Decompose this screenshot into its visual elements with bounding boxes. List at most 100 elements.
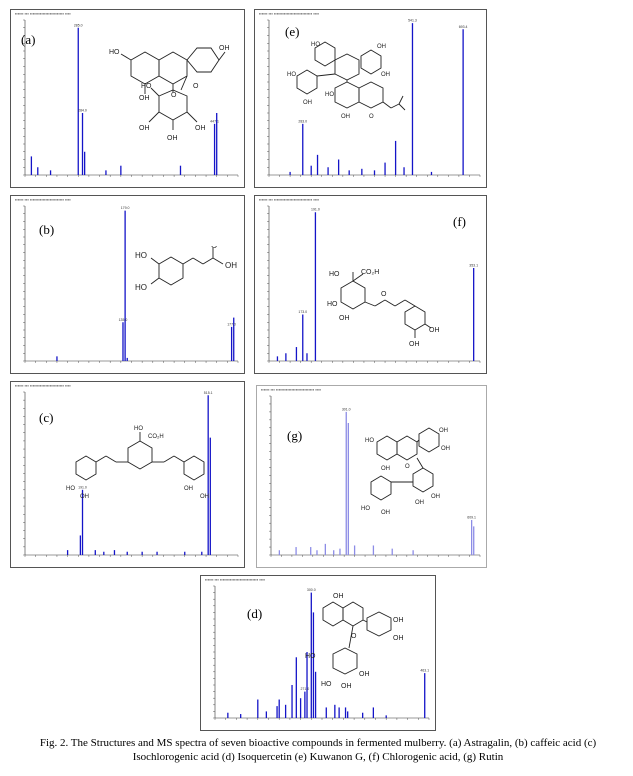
svg-text:CO₂H: CO₂H bbox=[361, 269, 379, 276]
svg-text:HO: HO bbox=[321, 681, 332, 688]
panel-header: ▪▪▪▪▪▪ ▪▪▪ ▪▪▪▪▪▪▪▪▪▪▪▪▪▪▪▪▪▪▪▪▪▪▪▪ ▪▪▪▪ bbox=[15, 11, 71, 16]
svg-text:HO: HO bbox=[135, 251, 147, 260]
panel-a: ▪▪▪▪▪▪ ▪▪▪ ▪▪▪▪▪▪▪▪▪▪▪▪▪▪▪▪▪▪▪▪▪▪▪▪ ▪▪▪▪… bbox=[10, 9, 245, 188]
panel-label-g: (g) bbox=[287, 428, 303, 443]
svg-text:OH: OH bbox=[139, 125, 150, 132]
peak-label: 693.4 bbox=[459, 25, 468, 29]
peak-label: 283.0 bbox=[298, 119, 307, 123]
peak-label: 191.0 bbox=[78, 485, 87, 489]
svg-text:OH: OH bbox=[381, 466, 390, 472]
svg-text:HO: HO bbox=[109, 49, 120, 56]
svg-text:OH: OH bbox=[381, 72, 390, 78]
svg-text:OH: OH bbox=[377, 44, 386, 50]
svg-text:O: O bbox=[369, 114, 374, 120]
caption-line-1: Fig. 2. The Structures and MS spectra of… bbox=[39, 737, 597, 749]
svg-text:O: O bbox=[193, 83, 199, 90]
peak-label: 191.0 bbox=[311, 208, 320, 212]
svg-text:OH: OH bbox=[341, 114, 350, 120]
panel-label-f: (f) bbox=[453, 214, 466, 229]
peak-label: 300.0 bbox=[307, 588, 316, 592]
peak-label: 285.0 bbox=[74, 23, 83, 27]
panel-header: ▪▪▪▪▪▪ ▪▪▪ ▪▪▪▪▪▪▪▪▪▪▪▪▪▪▪▪▪▪▪▪▪▪▪▪ ▪▪▪▪ bbox=[15, 383, 71, 388]
svg-text:HO: HO bbox=[325, 92, 334, 98]
svg-text:OH: OH bbox=[381, 510, 390, 516]
panel-header: ▪▪▪▪▪▪ ▪▪▪ ▪▪▪▪▪▪▪▪▪▪▪▪▪▪▪▪▪▪▪▪▪▪▪▪▪▪▪ ▪… bbox=[259, 197, 320, 202]
peak-label: 609.1 bbox=[467, 516, 476, 520]
svg-text:OH: OH bbox=[393, 635, 404, 642]
peak-label: 447.1 bbox=[210, 119, 219, 123]
svg-text:OH: OH bbox=[339, 315, 350, 322]
svg-text:OH: OH bbox=[409, 341, 420, 348]
svg-text:OH: OH bbox=[139, 95, 150, 102]
panel-e: ▪▪▪▪▪▪ ▪▪▪ ▪▪▪▪▪▪▪▪▪▪▪▪▪▪▪▪▪▪▪▪▪▪▪▪▪▪▪ ▪… bbox=[254, 9, 487, 188]
structure-kuwanon-g: HO OH HO OH OH HO OH O bbox=[287, 41, 406, 120]
svg-text:OH: OH bbox=[359, 671, 370, 678]
svg-text:O: O bbox=[351, 633, 357, 640]
svg-text:HO: HO bbox=[135, 283, 147, 292]
peak-label: 271.0 bbox=[300, 687, 309, 691]
svg-text:O: O bbox=[381, 291, 387, 298]
panel-f: ▪▪▪▪▪▪ ▪▪▪ ▪▪▪▪▪▪▪▪▪▪▪▪▪▪▪▪▪▪▪▪▪▪▪▪▪▪▪ ▪… bbox=[254, 195, 487, 374]
svg-text:OH: OH bbox=[167, 135, 178, 142]
spectrum-f: 173.0 191.0 353.1 bbox=[267, 205, 481, 363]
panel-header: ▪▪▪▪▪▪ ▪▪▪ ▪▪▪▪▪▪▪▪▪▪▪▪▪▪▪▪▪▪▪▪▪▪▪▪▪▪▪ ▪… bbox=[205, 577, 266, 582]
panel-header: ▪▪▪▪▪▪ ▪▪▪ ▪▪▪▪▪▪▪▪▪▪▪▪▪▪▪▪▪▪▪▪▪▪▪▪▪▪▪ ▪… bbox=[261, 387, 322, 392]
svg-text:HO: HO bbox=[365, 438, 374, 444]
axes bbox=[23, 19, 239, 177]
spectrum-e: 283.0 541.3 693.4 bbox=[267, 19, 481, 177]
svg-text:OH: OH bbox=[333, 593, 344, 600]
panel-label-c: (c) bbox=[39, 410, 54, 425]
peak-label: 173.0 bbox=[298, 310, 307, 314]
svg-text:OH: OH bbox=[393, 617, 404, 624]
svg-text:O: O bbox=[171, 92, 177, 99]
panel-header: ▪▪▪▪▪▪ ▪▪▪ ▪▪▪▪▪▪▪▪▪▪▪▪▪▪▪▪▪▪▪▪▪▪▪▪▪▪▪ ▪… bbox=[259, 11, 320, 16]
peak-label: 515.1 bbox=[204, 391, 213, 395]
svg-text:HO: HO bbox=[287, 72, 296, 78]
svg-text:HO: HO bbox=[311, 42, 320, 48]
svg-text:OH: OH bbox=[219, 45, 230, 52]
peak-label: 541.3 bbox=[408, 19, 417, 23]
svg-text:HO: HO bbox=[361, 506, 370, 512]
svg-text:HO: HO bbox=[141, 83, 152, 90]
panel-d: ▪▪▪▪▪▪ ▪▪▪ ▪▪▪▪▪▪▪▪▪▪▪▪▪▪▪▪▪▪▪▪▪▪▪▪▪▪▪ ▪… bbox=[200, 575, 436, 731]
spectrum-c: 191.0 515.1 bbox=[23, 391, 239, 557]
svg-text:OH: OH bbox=[200, 494, 209, 500]
panel-header: ▪▪▪▪▪▪ ▪▪▪ ▪▪▪▪▪▪▪▪▪▪▪▪▪▪▪▪▪▪▪▪▪▪▪▪ ▪▪▪▪ bbox=[15, 197, 71, 202]
svg-text:HO: HO bbox=[327, 301, 338, 308]
svg-text:OH: OH bbox=[303, 100, 312, 106]
axes bbox=[267, 205, 481, 363]
svg-text:O: O bbox=[405, 464, 410, 470]
spectrum-g: 301.0 609.1 bbox=[269, 395, 481, 557]
panel-label-d: (d) bbox=[247, 606, 263, 621]
svg-text:OH: OH bbox=[441, 446, 450, 452]
svg-text:HO: HO bbox=[305, 653, 316, 660]
panel-b: ▪▪▪▪▪▪ ▪▪▪ ▪▪▪▪▪▪▪▪▪▪▪▪▪▪▪▪▪▪▪▪▪▪▪▪ ▪▪▪▪… bbox=[10, 195, 245, 374]
peak-label: 177.0 bbox=[227, 322, 236, 326]
peak-label: 353.1 bbox=[469, 264, 478, 268]
panel-c: ▪▪▪▪▪▪ ▪▪▪ ▪▪▪▪▪▪▪▪▪▪▪▪▪▪▪▪▪▪▪▪▪▪▪▪ ▪▪▪▪… bbox=[10, 381, 245, 568]
peak-label: 301.0 bbox=[342, 407, 351, 411]
panel-label-b: (b) bbox=[39, 222, 55, 237]
panel-label-a: (a) bbox=[21, 32, 36, 47]
svg-text:O: O bbox=[211, 246, 217, 250]
panel-g: ▪▪▪▪▪▪ ▪▪▪ ▪▪▪▪▪▪▪▪▪▪▪▪▪▪▪▪▪▪▪▪▪▪▪▪▪▪▪ ▪… bbox=[256, 385, 487, 568]
peak-label: 284.0 bbox=[78, 109, 87, 113]
svg-text:HO: HO bbox=[66, 486, 75, 492]
figure-caption: Fig. 2. The Structures and MS spectra of… bbox=[12, 736, 624, 764]
axes bbox=[23, 205, 239, 363]
peak-label: 179.0 bbox=[121, 206, 130, 210]
svg-text:HO: HO bbox=[329, 271, 340, 278]
svg-text:CO₂H: CO₂H bbox=[148, 434, 164, 440]
panel-label-e: (e) bbox=[285, 24, 300, 39]
svg-text:OH: OH bbox=[431, 494, 440, 500]
svg-text:HO: HO bbox=[134, 426, 143, 432]
caption-line-2: Isochlorogenic acid (d) Isoquercetin (e)… bbox=[132, 751, 504, 763]
